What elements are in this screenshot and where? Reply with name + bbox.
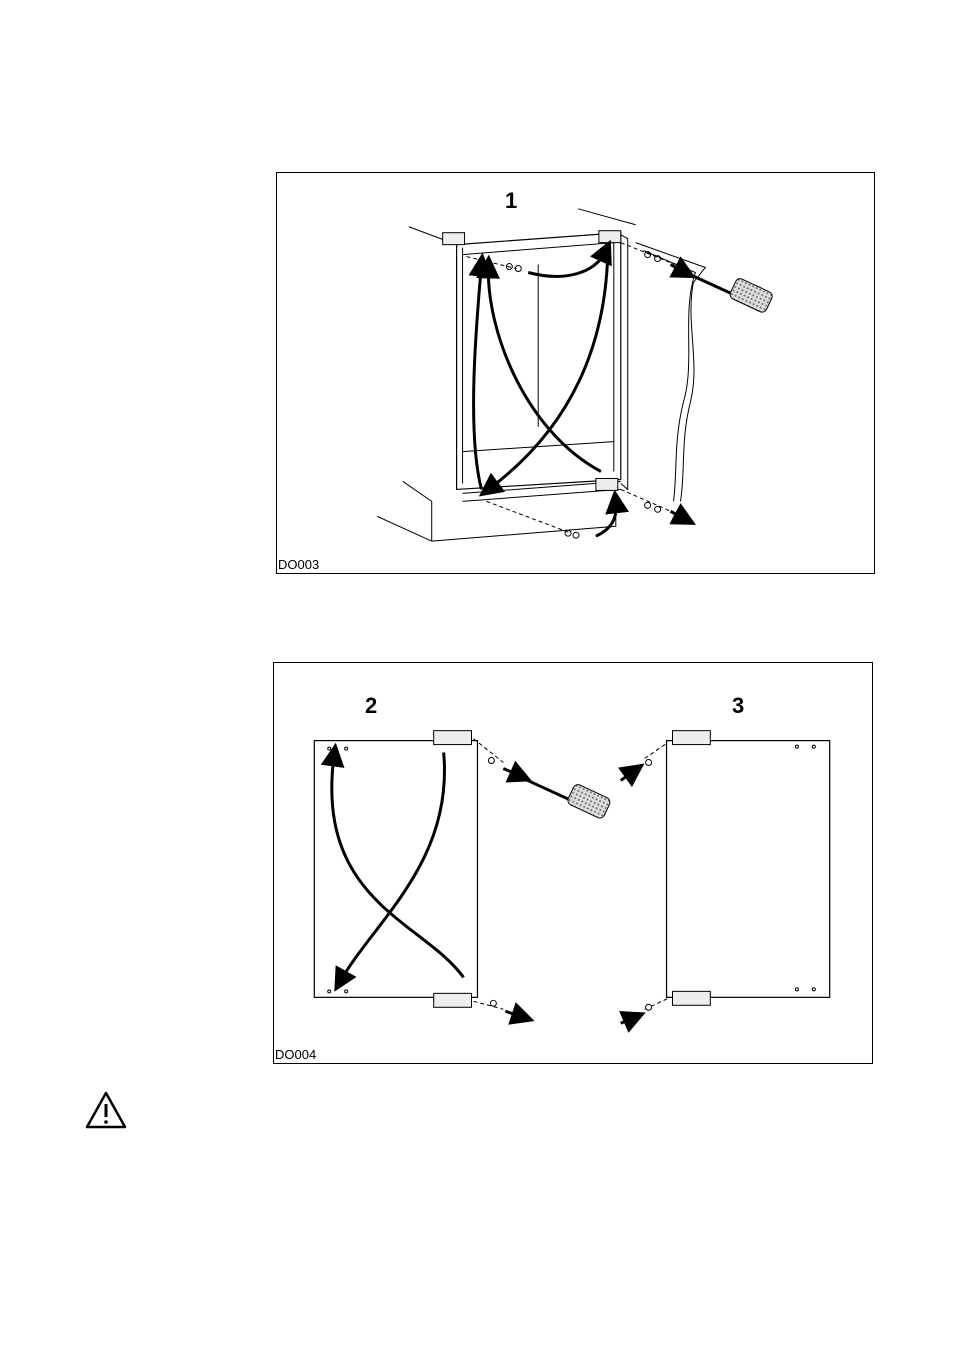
figure-code: DO003 <box>278 558 319 571</box>
figure-do004: 2 3 DO004 <box>273 662 873 1064</box>
cabinet-hinge-illustration <box>277 173 874 573</box>
step-number-1: 1 <box>505 190 517 212</box>
step-number-2: 2 <box>365 695 377 717</box>
step-number-3: 3 <box>732 695 744 717</box>
screwdriver-icon <box>685 273 773 314</box>
figure-code: DO004 <box>275 1048 316 1061</box>
screwdriver-icon <box>523 778 611 819</box>
figure-do003: 1 DO003 <box>276 172 875 574</box>
warning-triangle-icon <box>84 1090 128 1130</box>
door-hinge-illustration <box>274 663 872 1063</box>
